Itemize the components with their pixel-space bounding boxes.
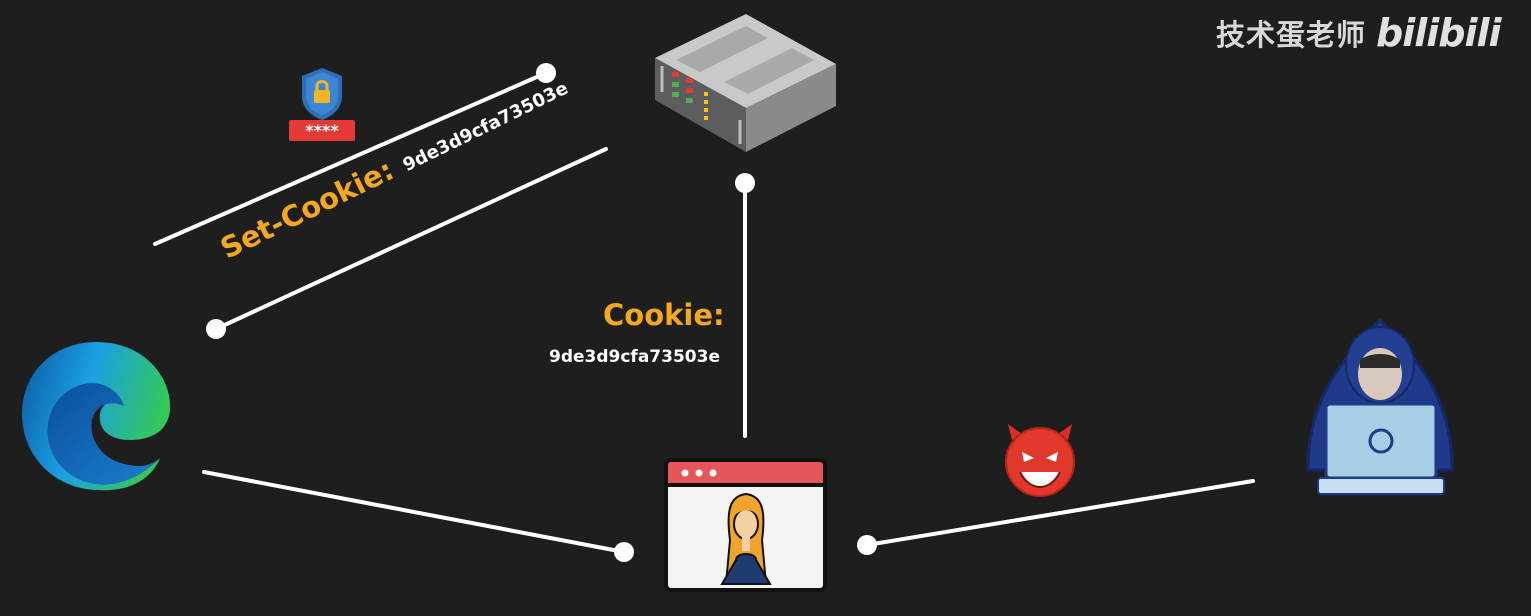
password-mask: **** xyxy=(305,121,339,140)
connector-browser-to-website xyxy=(202,470,634,562)
channel-watermark: 技术蛋老师 bilibili xyxy=(1216,6,1502,60)
edge-browser-icon xyxy=(22,342,171,491)
connector-website-to-server xyxy=(735,173,755,438)
cookie-value: 9de3d9cfa73503e xyxy=(549,347,720,367)
devil-face-icon xyxy=(1005,424,1075,497)
hooded-hacker-icon xyxy=(1306,317,1454,495)
channel-name: 技术蛋老师 xyxy=(1216,18,1367,52)
security-shield-icon xyxy=(302,68,342,120)
server-rack-icon xyxy=(655,14,836,152)
connector-attacker-to-website xyxy=(857,479,1255,555)
connector-server-to-browser xyxy=(206,147,608,339)
cookie-key: Cookie: xyxy=(603,298,725,332)
webpage-profile-icon xyxy=(664,458,827,592)
password-badge: **** xyxy=(289,120,355,141)
bilibili-logo: bilibili xyxy=(1376,11,1502,55)
connector-browser-to-server xyxy=(153,63,556,246)
